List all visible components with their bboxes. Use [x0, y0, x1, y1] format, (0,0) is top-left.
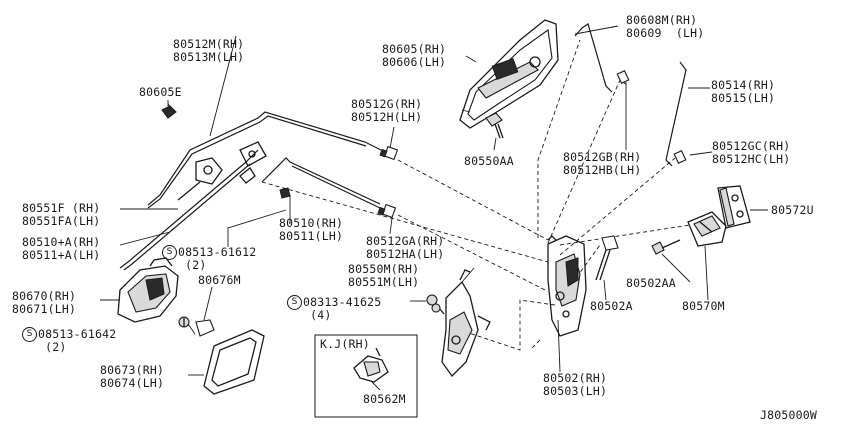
label-80605: 80605(RH)80606(LH) [382, 42, 447, 69]
label-80502aa: 80502AA [626, 276, 676, 290]
bolt-80502aa [651, 239, 681, 255]
rod-80608m [574, 23, 613, 93]
label-80550m: 80550M(RH)80551M(LH) [348, 262, 420, 289]
handle-link-bracket [239, 141, 291, 199]
label-08313-41625: 08313-41625 (4) [303, 295, 382, 322]
screw-08513-61642 [178, 316, 190, 328]
leader-lines [100, 25, 713, 391]
label-80608m: 80608M(RH)80609 (LH) [626, 13, 705, 40]
diagram-reference-code: J805000W [760, 408, 817, 422]
bolt-80502a [595, 235, 619, 281]
door-lock-80502 [547, 235, 587, 373]
label-80512gc: 80512GC(RH)80512HC(LH) [712, 139, 791, 166]
clip-80512gb [616, 70, 630, 84]
label-08513-61612: 08513-61612 (2) [178, 245, 257, 272]
rod-80510a-edge [123, 163, 251, 271]
cover-80676m [195, 319, 215, 337]
label-80502a: 80502A [590, 299, 633, 313]
rod-80514 [665, 61, 687, 167]
rod-80512m [147, 111, 386, 206]
rod-80510a [119, 149, 259, 269]
label-80676m: 80676M [198, 273, 241, 287]
label-80510a: 80510+A(RH)80511+A(LH) [22, 235, 101, 262]
screw-symbol: S [22, 327, 37, 342]
label-80550aa: 80550AA [464, 154, 514, 168]
label-80512gb: 80512GB(RH)80512HB(LH) [563, 150, 642, 177]
label-80502: 80502(RH)80503(LH) [543, 371, 608, 398]
rod-80510 [261, 157, 381, 205]
lock-actuator-80562m [353, 347, 389, 383]
clip-80512gc [673, 150, 687, 164]
escutcheon-80673 [203, 329, 265, 395]
label-80562m: 80562M [363, 392, 406, 406]
outside-handle-bracket [459, 19, 559, 129]
kj-detail-title: K.J(RH) [320, 337, 370, 351]
rod-80512m-edge [147, 115, 367, 209]
rod-80510-edge [291, 165, 381, 209]
label-80605e: 80605E [139, 85, 182, 99]
label-80512g: 80512G(RH)80512H(LH) [351, 97, 423, 124]
inside-handle-80670 [117, 257, 179, 323]
kj-detail-box [314, 334, 418, 418]
screw-symbol: S [162, 245, 177, 260]
label-80510: 80510(RH)80511(LH) [279, 216, 344, 243]
label-80673: 80673(RH)80674(LH) [100, 363, 165, 390]
clip-80512ga [377, 203, 397, 219]
screws-08313-41625 [426, 294, 445, 315]
shim-80572u [717, 185, 768, 229]
label-80512ga: 80512GA(RH)80512HA(LH) [366, 234, 445, 261]
label-80514: 80514(RH)80515(LH) [711, 78, 776, 105]
screw-symbol: S [287, 295, 302, 310]
label-80512m: 80512M(RH)80513M(LH) [173, 37, 245, 64]
lever-80551f [177, 157, 223, 201]
label-80570m: 80570M [682, 299, 725, 313]
clip-80605e [161, 102, 177, 119]
label-80551f: 80551F (RH)80551FA(LH) [22, 201, 101, 228]
actuator-80550m [441, 269, 491, 378]
bolt-80550aa [485, 112, 504, 139]
label-08513-61642: 08513-61642 (2) [38, 327, 117, 354]
label-80572u: 80572U [771, 203, 814, 217]
clip-80512g [379, 145, 399, 161]
label-80670: 80670(RH)80671(LH) [12, 289, 77, 316]
striker-80570m [687, 211, 727, 301]
